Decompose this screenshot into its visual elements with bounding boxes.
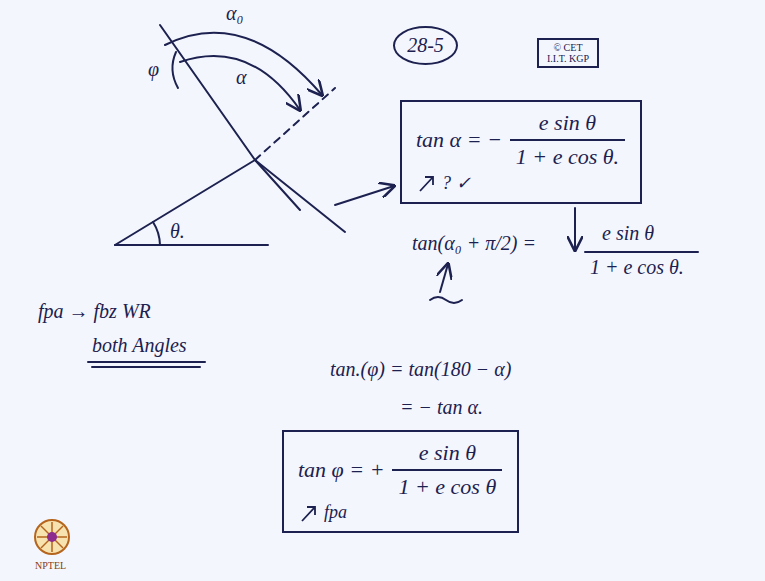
- phi-arc: [172, 52, 178, 88]
- fraction-denominator: 1 + e cos θ: [392, 474, 502, 500]
- pointer-arrow: [335, 186, 394, 205]
- fraction-numerator: e sin θ: [533, 110, 602, 136]
- pointer-arrow: [298, 503, 320, 523]
- tangent-line: [160, 25, 255, 160]
- underline: [88, 361, 205, 363]
- velocity-line: [255, 160, 300, 210]
- equation-text: = − tan α.: [400, 396, 483, 419]
- pointer-arrow: [416, 173, 438, 193]
- nptel-logo: [35, 520, 69, 554]
- fraction-bar: [510, 139, 625, 141]
- equation-box: tan φ = + e sin θ 1 + e cos θ fpa: [282, 430, 519, 533]
- alpha-arc: [180, 56, 300, 110]
- scribble: [430, 297, 462, 303]
- annotation-text: fpa: [324, 502, 347, 523]
- fraction-numerator: e sin θ: [413, 440, 482, 466]
- angle-label: α: [236, 66, 247, 89]
- fraction-bar: [392, 469, 502, 471]
- angle-label: α₀: [226, 2, 243, 25]
- logo-text: NPTEL: [35, 560, 66, 571]
- pointer-arrow: [440, 264, 448, 292]
- note-text: fpa → fbz WR: [38, 300, 151, 323]
- fraction-numerator: e sin θ: [602, 222, 654, 245]
- equation-text: tan α = −: [416, 127, 502, 153]
- radial-extension: [255, 88, 335, 160]
- angle-label: φ: [148, 58, 159, 81]
- copyright-box: © CET I.I.T. KGP: [537, 38, 599, 68]
- equation-text: tan.(φ) = tan(180 − α): [330, 358, 511, 381]
- fraction-denominator: 1 + e cos θ.: [510, 144, 625, 170]
- tangent-line: [255, 160, 345, 232]
- fraction-bar: [585, 251, 698, 253]
- reference-line: [115, 244, 268, 246]
- angle-label: θ.: [170, 220, 185, 243]
- equation-text: tan(α₀ + π/2) =: [412, 232, 536, 255]
- equation-box: tan α = − e sin θ 1 + e cos θ. ? ✓: [400, 100, 642, 204]
- box-text: © CET I.I.T. KGP: [543, 42, 593, 64]
- fraction-denominator: 1 + e cos θ.: [590, 256, 684, 279]
- theta-arc: [153, 222, 160, 245]
- page-number: 28-5: [393, 26, 458, 65]
- pointer-arrow: [574, 208, 576, 250]
- radius-line: [115, 160, 255, 245]
- equation-text: tan φ = +: [298, 457, 384, 483]
- underline: [92, 366, 200, 368]
- page-number-text: 28-5: [407, 34, 444, 57]
- alpha0-arc: [165, 33, 322, 95]
- note-text: both Angles: [92, 334, 187, 357]
- annotation-text: ? ✓: [442, 172, 471, 194]
